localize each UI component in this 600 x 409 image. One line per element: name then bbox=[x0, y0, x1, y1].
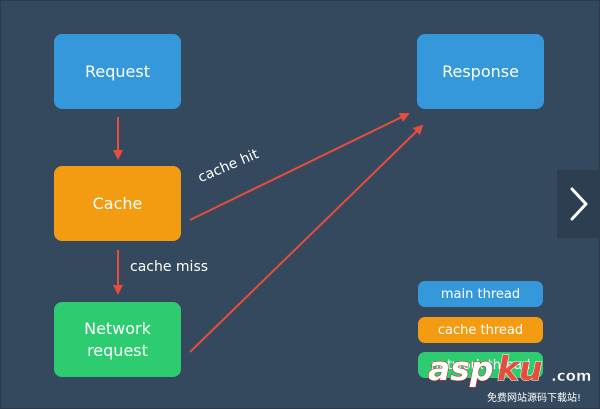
legend-main-thread-label: main thread bbox=[440, 286, 521, 302]
node-cache-label: Cache bbox=[92, 193, 143, 213]
node-cache: Cache bbox=[54, 166, 181, 241]
node-request-label: Request bbox=[85, 61, 150, 81]
node-network-request: Network request bbox=[54, 302, 181, 377]
node-request: Request bbox=[54, 34, 181, 109]
legend-cache-thread: cache thread bbox=[418, 317, 543, 343]
node-response: Response bbox=[417, 34, 544, 109]
chevron-right-icon bbox=[570, 187, 587, 221]
node-response-label: Response bbox=[442, 61, 519, 81]
node-network-request-label: Network request bbox=[84, 318, 151, 360]
legend-main-thread: main thread bbox=[418, 281, 543, 307]
legend-cache-thread-label: cache thread bbox=[437, 322, 524, 338]
legend-network-thread: network thread bbox=[418, 352, 543, 378]
next-slide-button[interactable] bbox=[557, 170, 600, 238]
arrow-cache-to-response bbox=[189, 113, 410, 221]
arrow-network-to-response bbox=[189, 124, 424, 353]
legend-network-thread-label: network thread bbox=[430, 357, 531, 373]
edge-label-cache-miss: cache miss bbox=[130, 259, 209, 275]
